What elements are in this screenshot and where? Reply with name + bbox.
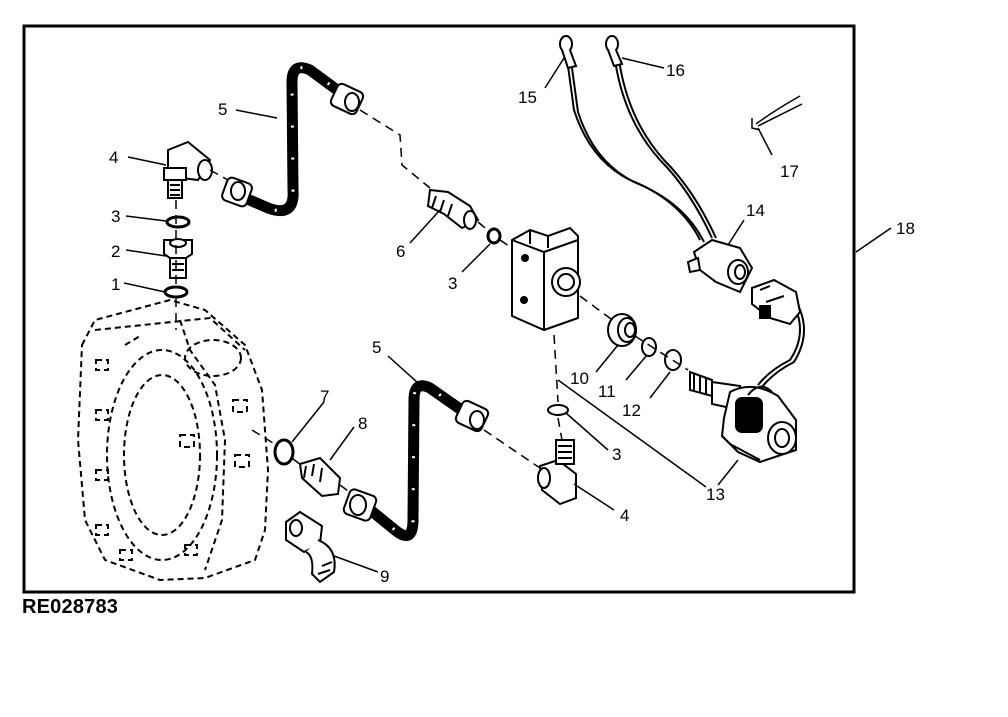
o-ring-1 [163, 285, 189, 299]
valve-block [511, 226, 581, 332]
elbow-fitting-lower [537, 439, 577, 506]
hose-lower [342, 380, 490, 542]
diagram-frame [22, 24, 856, 594]
callout-4-upper: 4 [109, 148, 118, 167]
callout-4-lower: 4 [620, 506, 629, 525]
o-ring-12 [664, 349, 682, 371]
callout-10: 10 [570, 369, 589, 388]
straight-fitting-8 [298, 456, 342, 498]
o-ring-7 [273, 438, 295, 466]
elbow-fitting-9 [285, 510, 336, 584]
figure-reference-id: RE028783 [22, 596, 119, 618]
ring-terminal-16 [605, 35, 624, 68]
hose-upper [221, 62, 365, 217]
o-ring-3-upper-left [165, 215, 191, 229]
o-ring-3-lower [547, 404, 569, 416]
leader-lines [123, 57, 892, 573]
callout-16: 16 [666, 61, 685, 80]
callout-11: 11 [598, 382, 616, 401]
wire-clip-17 [751, 95, 803, 131]
callout-3-lower: 3 [612, 445, 621, 464]
callout-3-upper-right: 3 [448, 274, 457, 293]
callout-labels: 1 2 3 4 5 6 3 15 16 17 14 18 5 7 8 10 11… [109, 61, 915, 586]
o-ring-3-upper-right [486, 227, 502, 245]
callout-13: 13 [706, 485, 725, 504]
straight-fitting-6 [426, 188, 480, 230]
wire-harness [567, 59, 805, 388]
elbow-fitting-upper [163, 140, 213, 199]
callout-15: 15 [518, 88, 537, 107]
callout-5-upper: 5 [218, 100, 227, 119]
callout-12: 12 [622, 401, 641, 420]
callout-9: 9 [380, 567, 389, 586]
callout-7: 7 [320, 387, 329, 406]
o-ring-11 [641, 337, 657, 357]
callout-14: 14 [746, 201, 765, 220]
adapter-fitting [163, 238, 193, 279]
solenoid-valve [689, 370, 797, 464]
callout-8: 8 [358, 414, 367, 433]
callout-17: 17 [780, 162, 799, 181]
plug-10 [607, 313, 637, 347]
callout-2: 2 [111, 242, 120, 261]
connector-14 [686, 238, 802, 326]
callout-1: 1 [111, 275, 120, 294]
ring-terminal-15 [559, 35, 578, 70]
callout-6: 6 [396, 242, 405, 261]
callout-18: 18 [896, 219, 915, 238]
callout-5-lower: 5 [372, 338, 381, 357]
pump-housing [76, 298, 270, 582]
callout-3-upper-left: 3 [111, 207, 120, 226]
assembly-lines [175, 109, 689, 495]
